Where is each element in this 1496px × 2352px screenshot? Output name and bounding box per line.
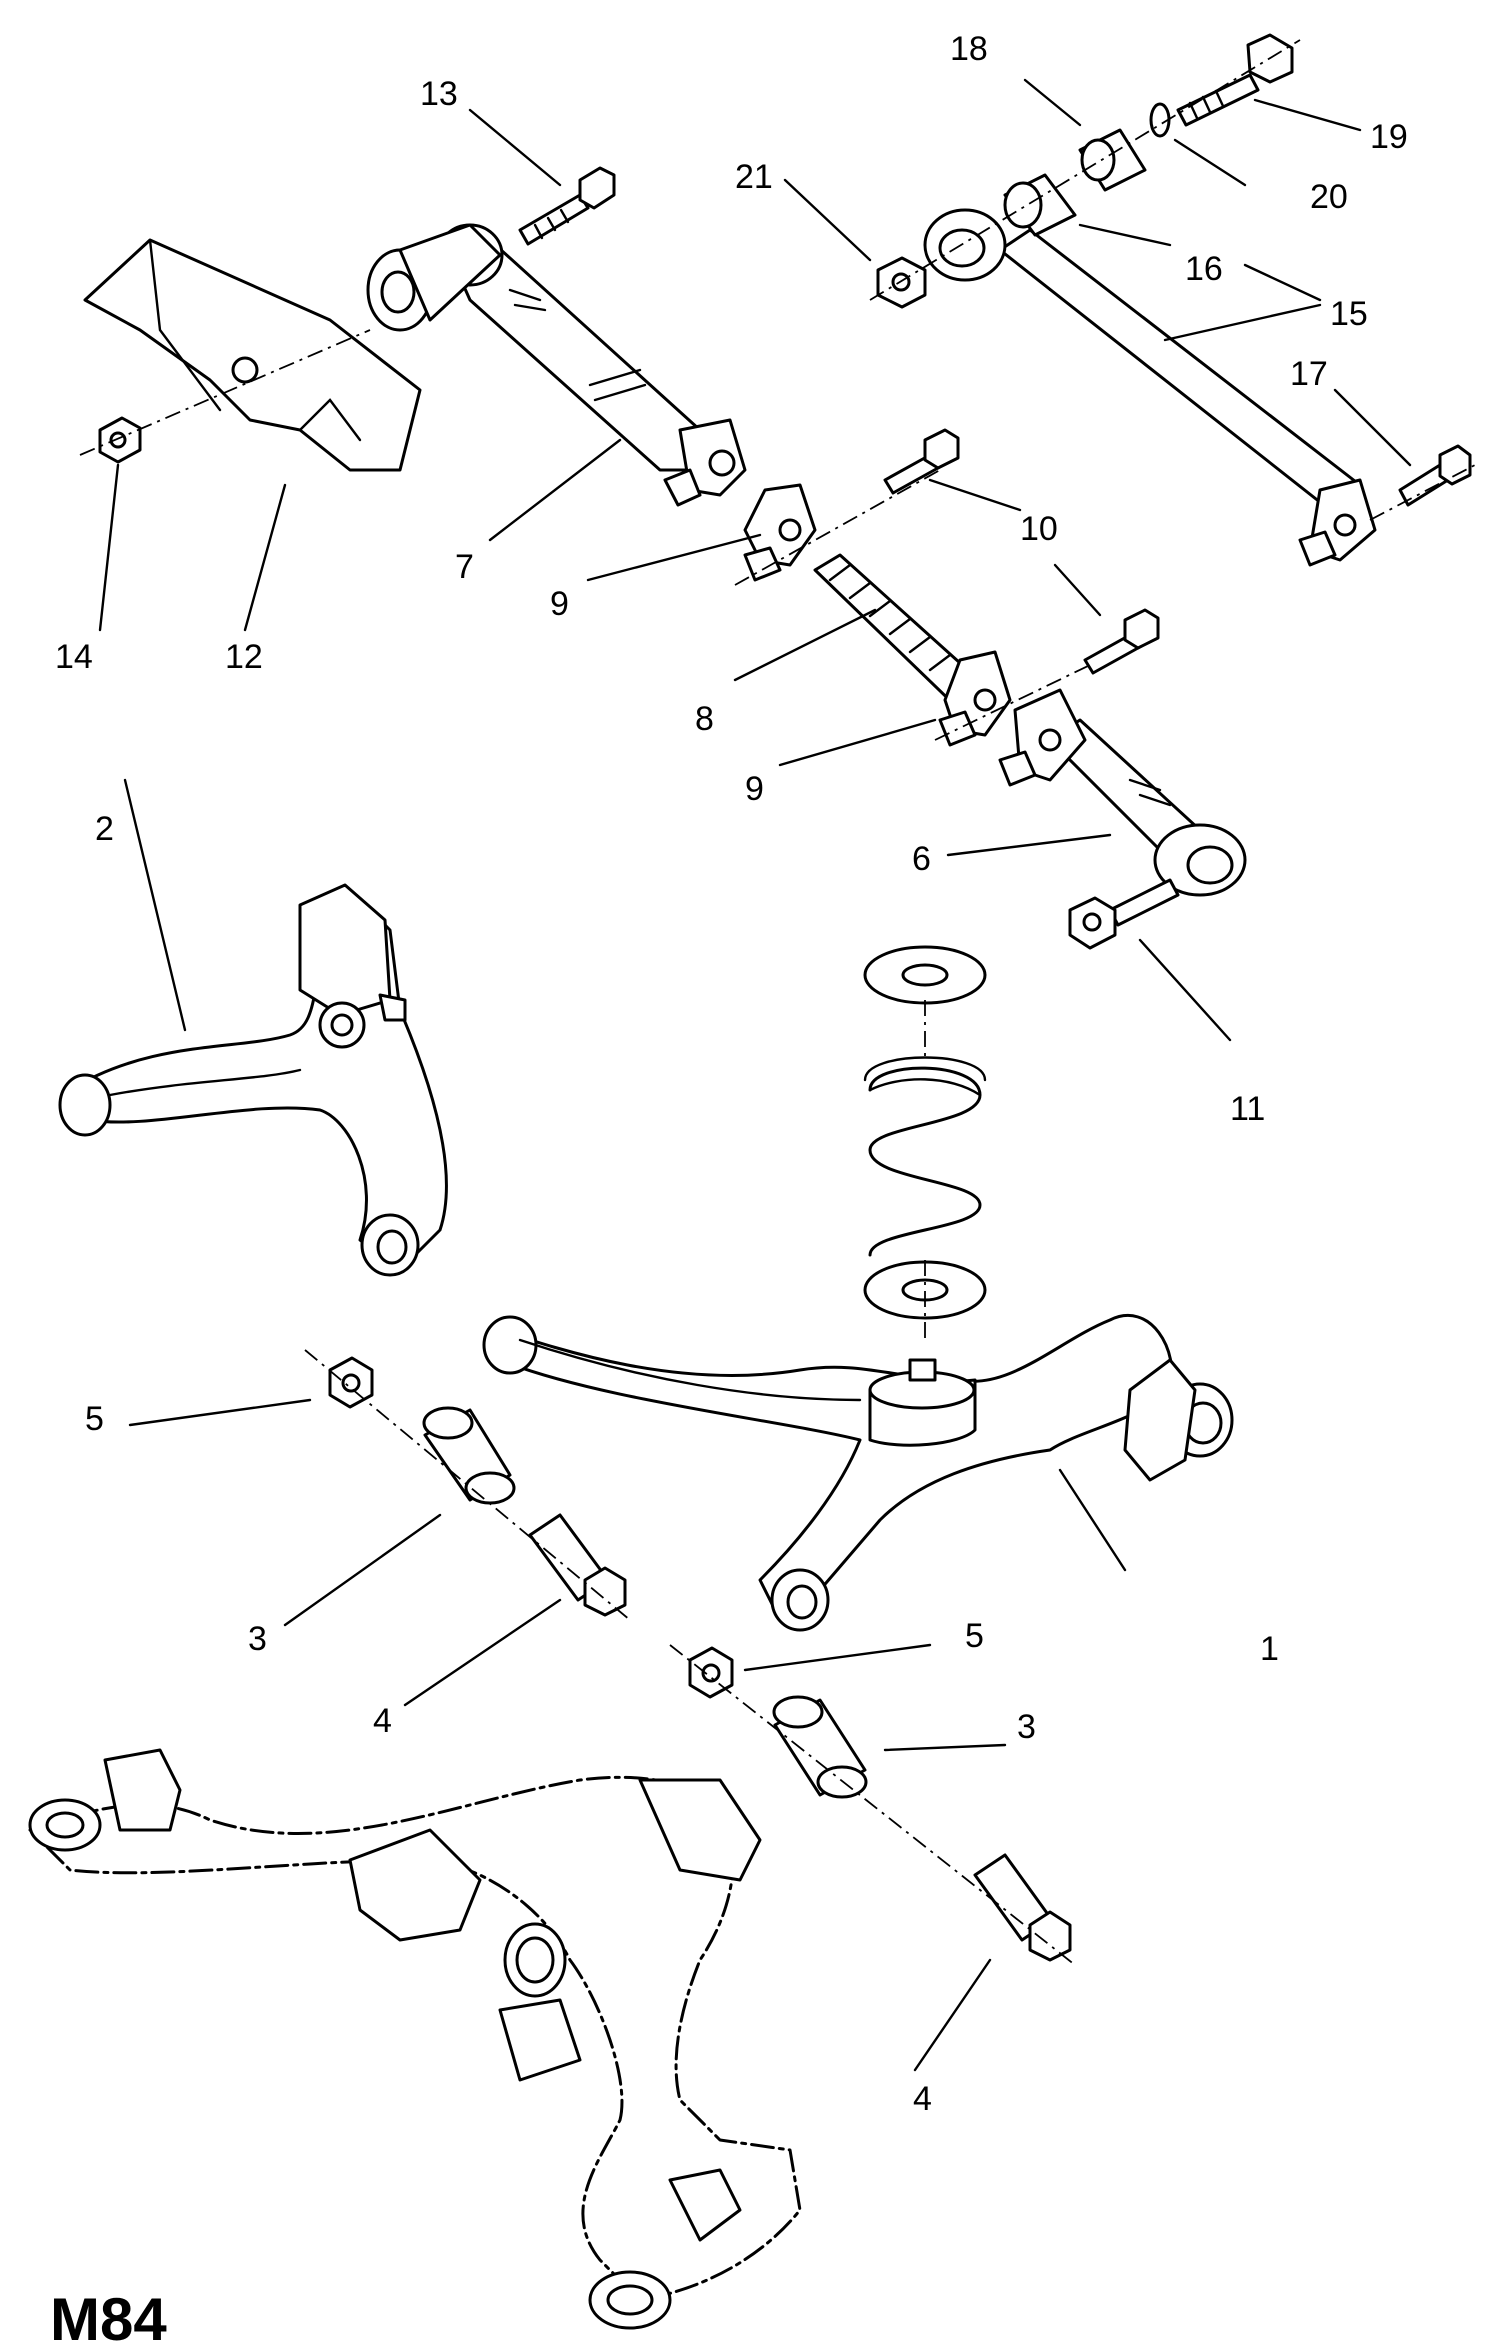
- callout-2: 2: [95, 810, 114, 848]
- part-10-upper-bolt: [883, 428, 960, 495]
- callout-3-upper: 3: [248, 1620, 267, 1658]
- callout-8: 8: [695, 700, 714, 738]
- part-3-upper-bushing: [422, 1406, 516, 1505]
- part-17-bolt: [1398, 444, 1472, 507]
- part-2-control-arm: [58, 883, 448, 1277]
- callout-17: 17: [1290, 355, 1328, 393]
- callout-1: 1: [1260, 1630, 1279, 1668]
- callout-4-lower: 4: [913, 2080, 932, 2118]
- part-21-nut: [876, 256, 927, 309]
- axis-line-17: [1369, 464, 1476, 521]
- callout-18: 18: [950, 30, 988, 68]
- axis-line-19: [869, 39, 1301, 301]
- axis-line-14: [79, 329, 371, 456]
- part-14-nut: [98, 416, 142, 464]
- axis-line-10: [734, 469, 941, 586]
- callout-6: 6: [912, 840, 931, 878]
- part-5-upper-nut: [328, 1356, 374, 1409]
- part-3-lower-bushing: [772, 1695, 868, 1799]
- spring-assembly: [863, 945, 987, 1340]
- part-16-bushing: [1003, 173, 1077, 237]
- leader-lines: [98, 78, 1412, 2072]
- callout-10: 10: [1020, 510, 1058, 548]
- callout-7: 7: [455, 548, 474, 586]
- callout-21: 21: [735, 158, 773, 196]
- callout-13: 13: [420, 75, 458, 113]
- axis-line-4-upper: [304, 1349, 631, 1621]
- callout-9-lower: 9: [745, 770, 764, 808]
- part-6-link: [998, 688, 1247, 897]
- callout-3-lower: 3: [1017, 1708, 1036, 1746]
- part-9-upper-clamp: [743, 483, 817, 582]
- part-4-upper-bolt: [528, 1513, 627, 1617]
- part-13-bolt: [518, 166, 616, 246]
- callout-4-upper: 4: [373, 1702, 392, 1740]
- part-4-lower-bolt: [973, 1853, 1072, 1962]
- part-1-lower-arm: [482, 1313, 1234, 1632]
- callout-5-upper: 5: [85, 1400, 104, 1438]
- part-7-link: [366, 223, 747, 507]
- axis-line-4-lower: [669, 1644, 1076, 1966]
- callout-9-upper: 9: [550, 585, 569, 623]
- callout-16: 16: [1185, 250, 1223, 288]
- axis-line-10b: [934, 664, 1091, 741]
- subframe-outline: [28, 1748, 802, 2330]
- callout-labels: 13 14 12 7 9 10 8 9 6 11 2 1 5 3 4 5 3 4…: [50, 30, 1408, 2352]
- part-11-bolt-nut: [1068, 878, 1180, 950]
- part-10-lower-bolt: [1083, 608, 1160, 675]
- part-9-lower-clamp: [938, 650, 1012, 747]
- callout-15: 15: [1330, 295, 1368, 333]
- callout-20: 20: [1310, 178, 1348, 216]
- part-12-bracket: [83, 238, 422, 472]
- part-18-sleeve: [1078, 128, 1147, 192]
- callout-14: 14: [55, 638, 93, 676]
- callout-19: 19: [1370, 118, 1408, 156]
- callout-11: 11: [1230, 1090, 1265, 1128]
- diagram-code: M84: [50, 2286, 167, 2352]
- callout-5-lower: 5: [965, 1617, 984, 1655]
- callout-12: 12: [225, 638, 263, 676]
- part-15-lateral-rod: [923, 208, 1377, 567]
